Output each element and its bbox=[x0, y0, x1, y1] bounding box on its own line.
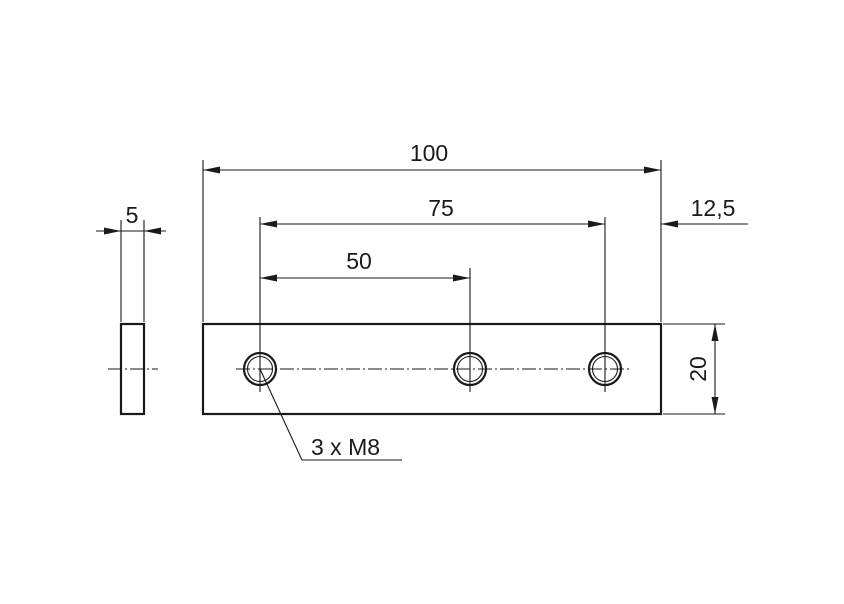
inner-span-label: 50 bbox=[346, 248, 372, 274]
edge-offset-label: 12,5 bbox=[691, 195, 736, 221]
edge-offset-arrow bbox=[661, 220, 678, 228]
thickness-label: 5 bbox=[126, 202, 139, 228]
side-view: 5 bbox=[96, 202, 166, 416]
plate-outline bbox=[201, 322, 663, 416]
hole-callout-label: 3 x M8 bbox=[311, 434, 380, 460]
height-arrow-bottom bbox=[711, 397, 719, 414]
length-arrow-right bbox=[644, 166, 661, 174]
outer-span-arrow-left bbox=[260, 220, 277, 228]
height-label: 20 bbox=[685, 356, 711, 382]
hole-callout-leader bbox=[259, 368, 303, 461]
inner-span-arrow-right bbox=[453, 274, 470, 282]
thickness-arrow-left bbox=[104, 227, 121, 235]
inner-span-arrow-left bbox=[260, 274, 277, 282]
front-view: 100 75 12,5 50 20 3 x M8 bbox=[201, 140, 748, 461]
length-label: 100 bbox=[410, 140, 448, 166]
outer-span-label: 75 bbox=[428, 195, 454, 221]
length-arrow-left bbox=[203, 166, 220, 174]
height-arrow-top bbox=[711, 324, 719, 341]
outer-span-arrow-right bbox=[588, 220, 605, 228]
thickness-arrow-right bbox=[144, 227, 161, 235]
